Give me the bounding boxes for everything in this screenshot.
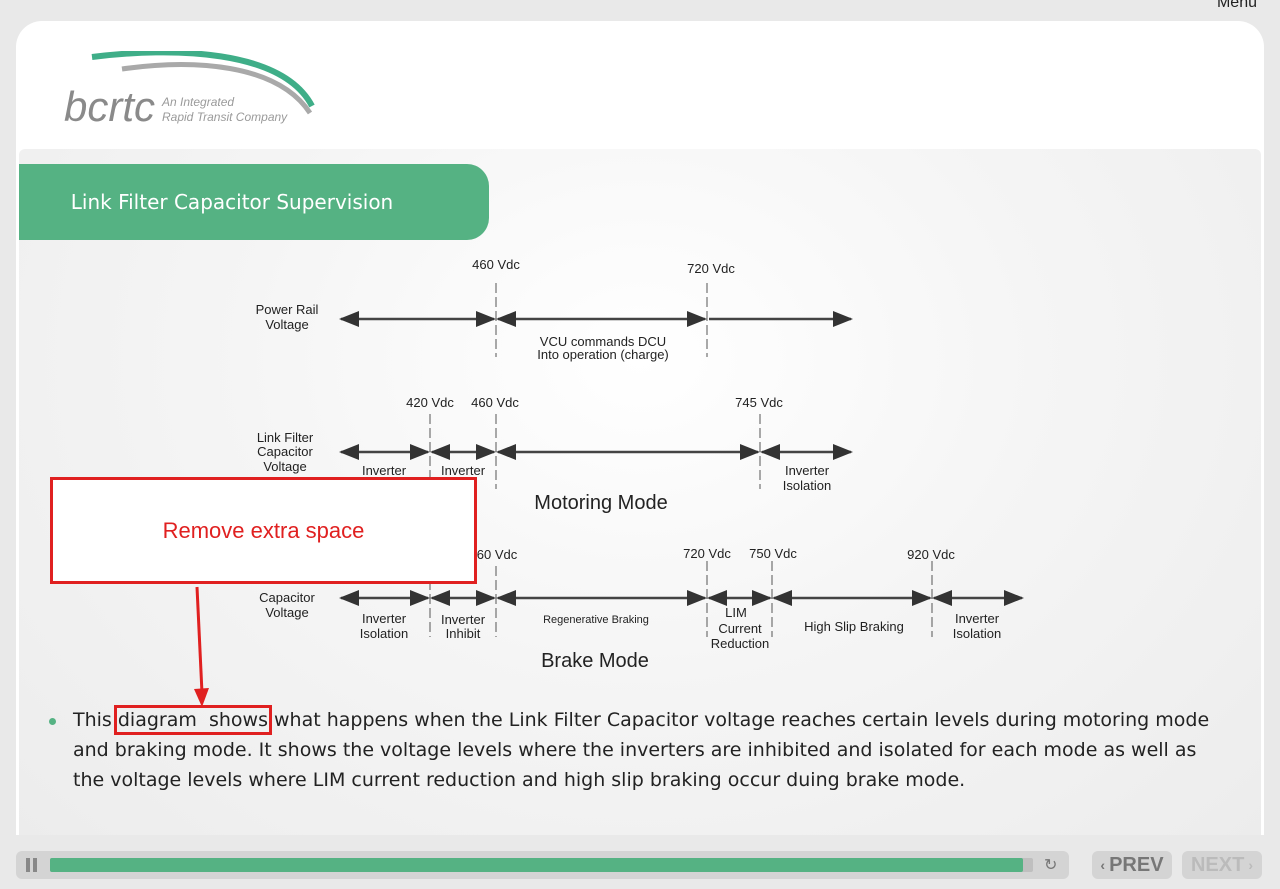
brake-mode-label: Brake Mode [541, 650, 649, 672]
replay-icon[interactable]: ↻ [1044, 855, 1058, 874]
callout-text: Remove extra space [162, 517, 365, 543]
row2-seg-iso-2: Isolation [783, 478, 831, 493]
row1-seg-text-2: Into operation (charge) [537, 347, 669, 362]
row3-label-3: Voltage [265, 605, 308, 620]
row3-seg4-2: Current [718, 621, 762, 636]
row3-seg2-2: Inhibit [446, 626, 481, 641]
slide-title: Link Filter Capacitor Supervision [19, 164, 489, 240]
row1-label-2: Voltage [265, 317, 308, 332]
row2-seg-a: Inverter [362, 463, 407, 478]
bullet-text-post: what happens when the Link Filter Capaci… [73, 709, 1210, 791]
row3-seg2-1: Inverter [441, 612, 486, 627]
slide-panel: bcrtc An Integrated Rapid Transit Compan… [16, 21, 1264, 835]
highlighted-text: diagram shows [113, 705, 272, 735]
row3-v2: 60 Vdc [477, 547, 518, 562]
row3-seg4-3: Reduction [711, 636, 770, 651]
row3-seg1-2: Isolation [360, 626, 408, 641]
row2-label-3: Voltage [263, 459, 306, 474]
row1-v2: 720 Vdc [687, 261, 735, 276]
row3-seg6-1: Inverter [955, 611, 1000, 626]
bcrtc-logo: bcrtc An Integrated Rapid Transit Compan… [64, 51, 315, 130]
row2-v3: 745 Vdc [735, 395, 783, 410]
bullet-icon [49, 718, 56, 725]
logo-wordmark: bcrtc [64, 83, 155, 130]
row1-seg-text-1: VCU commands DCU [540, 334, 666, 349]
menu-button[interactable]: Menu [1216, 0, 1257, 11]
chevron-left-icon: ‹ [1100, 857, 1106, 873]
row2-seg-b: Inverter [441, 463, 486, 478]
row3-v4: 750 Vdc [749, 546, 797, 561]
row3-seg5: High Slip Braking [804, 619, 904, 634]
bullet-paragraph: This diagram shows what happens when the… [73, 705, 1233, 795]
row2-label-1: Link Filter [257, 430, 314, 445]
row3-seg3: Regenerative Braking [543, 614, 649, 626]
row2-seg-iso-1: Inverter [785, 463, 830, 478]
motoring-mode-label: Motoring Mode [534, 492, 667, 514]
logo-tagline-1: An Integrated [161, 95, 234, 109]
playbar: ↻ [16, 851, 1069, 879]
row3-seg4-1: LIM [725, 605, 747, 620]
prev-label: PREV [1109, 853, 1164, 876]
row3-seg6-2: Isolation [953, 626, 1001, 641]
row3-v5: 920 Vdc [907, 547, 955, 562]
bullet-text-pre: This [73, 709, 118, 731]
row1-label-1: Power Rail [256, 302, 319, 317]
voltage-diagram: Power Rail Voltage 460 Vdc 720 Vdc VCU c… [256, 257, 1024, 672]
prev-button[interactable]: ‹ PREV [1092, 851, 1172, 879]
row3-seg1-1: Inverter [362, 611, 407, 626]
callout-box: Remove extra space [50, 477, 477, 584]
row3-v3: 720 Vdc [683, 546, 731, 561]
row2-v1: 420 Vdc [406, 395, 454, 410]
progress-bar[interactable] [50, 858, 1033, 872]
next-label: NEXT [1190, 853, 1245, 876]
row3-label-2: Capacitor [259, 590, 315, 605]
pause-icon[interactable] [26, 858, 38, 872]
progress-fill [50, 858, 1024, 872]
logo-tagline-2: Rapid Transit Company [162, 110, 288, 124]
row2-label-2: Capacitor [257, 444, 313, 459]
next-button[interactable]: NEXT › [1182, 851, 1262, 879]
row1-v1: 460 Vdc [472, 257, 520, 272]
row2-v2: 460 Vdc [471, 395, 519, 410]
chevron-right-icon: › [1248, 857, 1253, 873]
